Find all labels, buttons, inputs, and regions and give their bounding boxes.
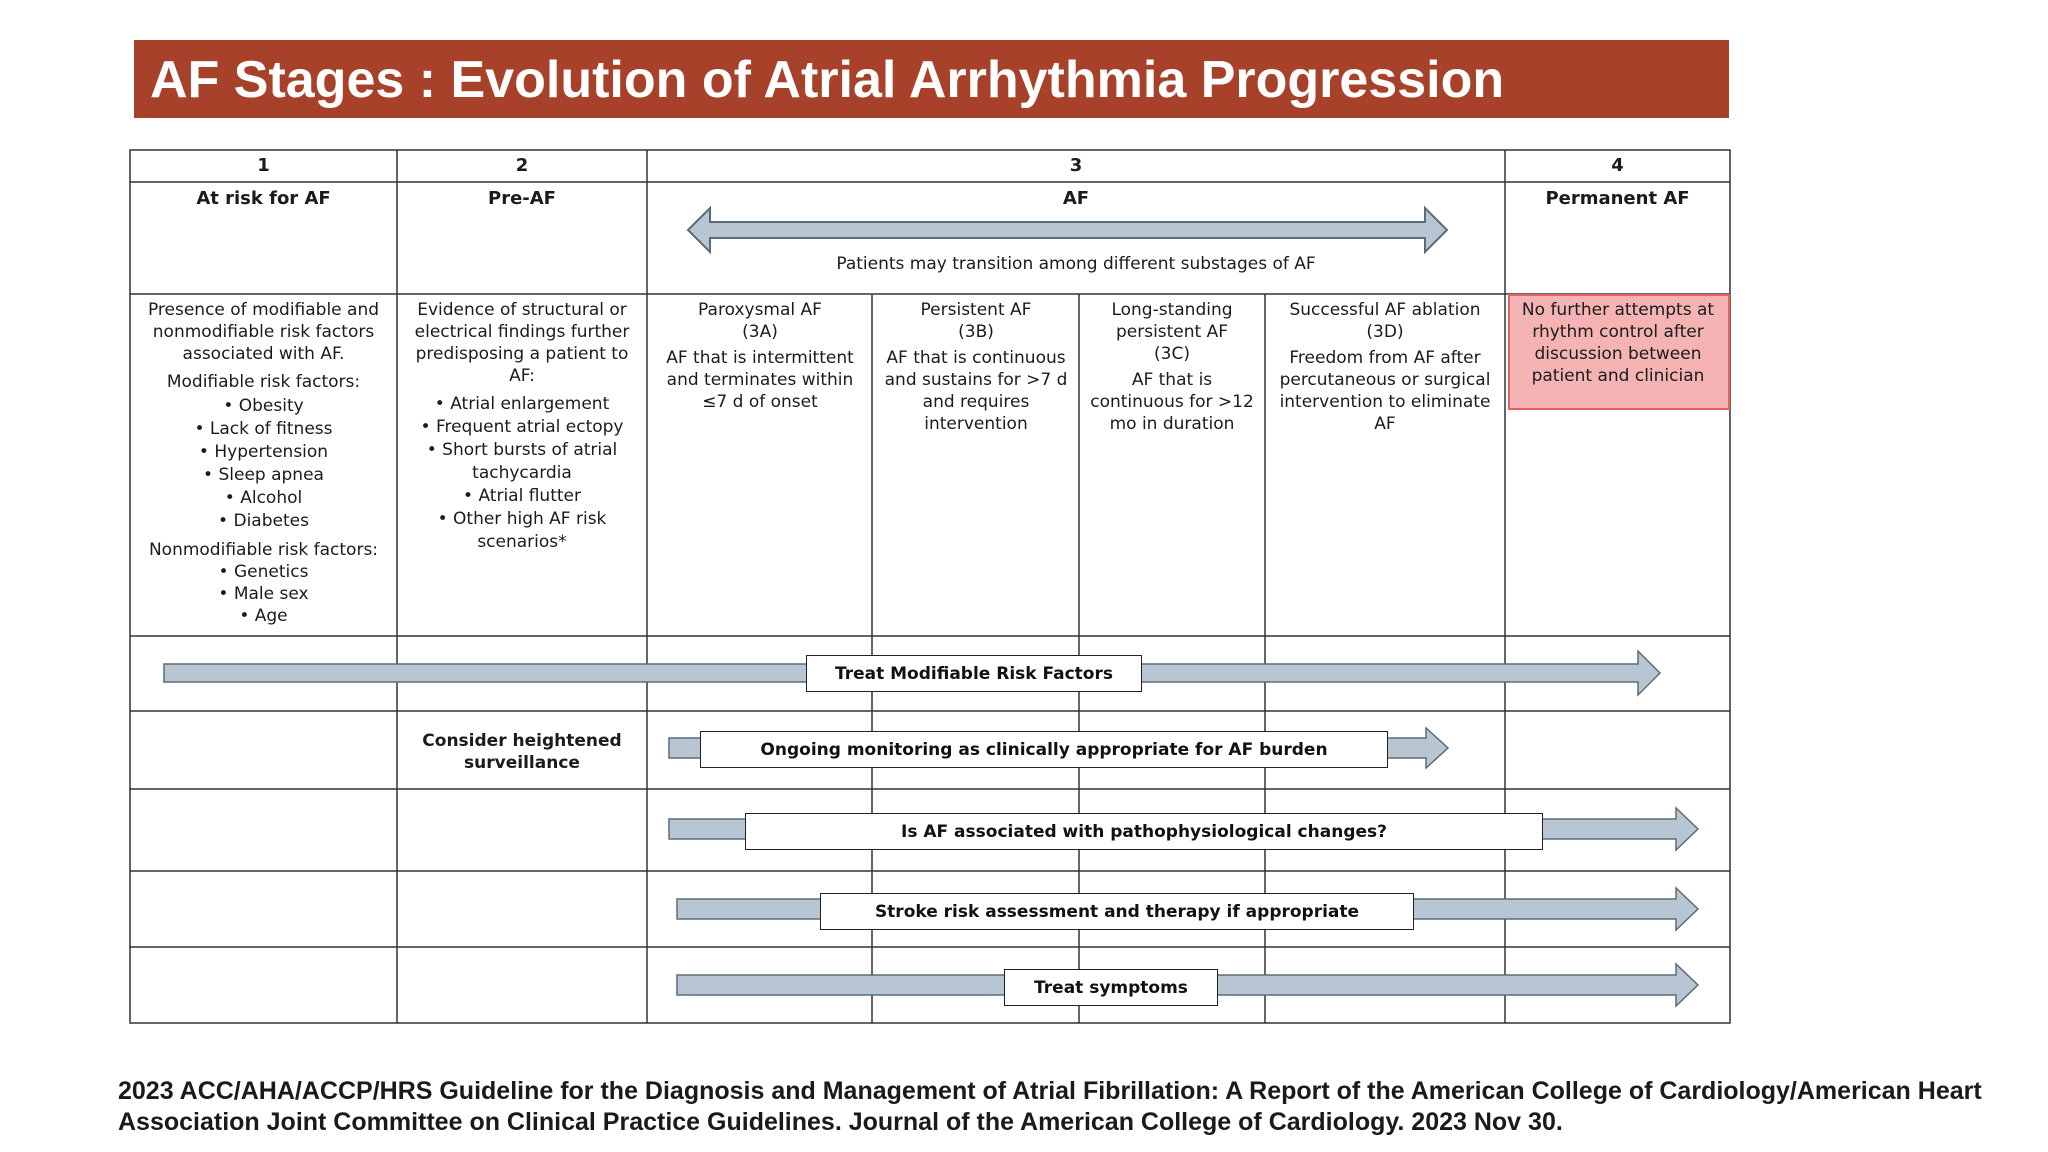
substage-code: (3D) [1366,322,1404,342]
substage-title: Successful AF ablation [1289,300,1481,320]
list-item: Atrial flutter [404,485,640,508]
surveillance-note: Consider heightened surveillance [422,731,622,773]
substage-code: (3C) [1154,344,1190,364]
modifiable-list: Obesity Lack of fitness Hypertension Sle… [140,395,387,533]
list-item: Diabetes [140,510,387,533]
nonmodifiable-list: Genetics Male sex Age [140,561,387,627]
nonmodifiable-heading: Nonmodifiable risk factors: [148,540,379,560]
stage-2-name: Pre-AF [488,188,556,209]
bar-label-treat-risk-factors: Treat Modifiable Risk Factors [806,655,1142,692]
stage-1-number: 1 [257,155,270,176]
stage-2-description: Evidence of structural or electrical fin… [404,299,640,560]
substage-description: AF that is continuous for >12 mo in dura… [1090,370,1254,434]
list-item: Short bursts of atrial tachycardia [404,439,640,485]
transition-double-arrow [686,205,1449,255]
list-item: Other high AF risk scenarios* [404,508,640,554]
list-item: Frequent atrial ectopy [404,416,640,439]
list-item: Male sex [140,583,387,605]
bar-label-stroke-risk: Stroke risk assessment and therapy if ap… [820,893,1414,930]
bar-label-monitoring: Ongoing monitoring as clinically appropr… [700,731,1388,768]
citation: 2023 ACC/AHA/ACCP/HRS Guideline for the … [118,1077,1982,1136]
bar-label-treat-symptoms: Treat symptoms [1004,969,1218,1006]
stage-2-intro: Evidence of structural or electrical fin… [414,300,630,386]
diagram-frame [129,149,1731,1024]
substage-3b: Persistent AF (3B) AF that is continuous… [881,299,1071,435]
stage-2-number: 2 [515,155,529,176]
list-item: Obesity [140,395,387,418]
stage-4-name: Permanent AF [1545,188,1690,209]
stage-1-intro: Presence of modifiable and nonmodifiable… [147,300,380,364]
substage-title: Persistent AF [920,300,1032,320]
list-item: Genetics [140,561,387,583]
stage-1-name: At risk for AF [196,188,331,209]
substage-code: (3B) [958,322,994,342]
stage-3-number: 3 [1069,155,1083,176]
title-bar: AF Stages : Evolution of Atrial Arrhythm… [134,40,1729,118]
substage-title: Long-standing persistent AF [1111,300,1233,342]
substage-3a: Paroxysmal AF (3A) AF that is intermitte… [656,299,864,413]
list-item: Sleep apnea [140,464,387,487]
substage-3c: Long-standing persistent AF (3C) AF that… [1087,299,1257,435]
stage-4-number: 4 [1611,155,1624,176]
substage-title: Paroxysmal AF [698,300,822,320]
stage-1-description: Presence of modifiable and nonmodifiable… [140,299,387,627]
stage-3-name: AF [1062,188,1090,209]
transition-note: Patients may transition among different … [836,254,1316,274]
substage-3d: Successful AF ablation (3D) Freedom from… [1273,299,1497,435]
list-item: Alcohol [140,487,387,510]
list-item: Hypertension [140,441,387,464]
substage-description: AF that is continuous and sustains for >… [884,348,1068,434]
list-item: Atrial enlargement [404,393,640,416]
bar-label-pathophysiology: Is AF associated with pathophysiological… [745,813,1543,850]
permanent-af-highlight [1508,294,1730,410]
list-item: Lack of fitness [140,418,387,441]
list-item: Age [140,605,387,627]
stage-4-description: No further attempts at rhythm control af… [1521,300,1715,386]
stage-2-list: Atrial enlargement Frequent atrial ectop… [404,393,640,554]
page-title: AF Stages : Evolution of Atrial Arrhythm… [150,51,1505,109]
substage-code: (3A) [742,322,778,342]
substage-description: Freedom from AF after percutaneous or su… [1279,348,1491,434]
modifiable-heading: Modifiable risk factors: [166,372,361,392]
substage-description: AF that is intermittent and terminates w… [666,348,854,412]
